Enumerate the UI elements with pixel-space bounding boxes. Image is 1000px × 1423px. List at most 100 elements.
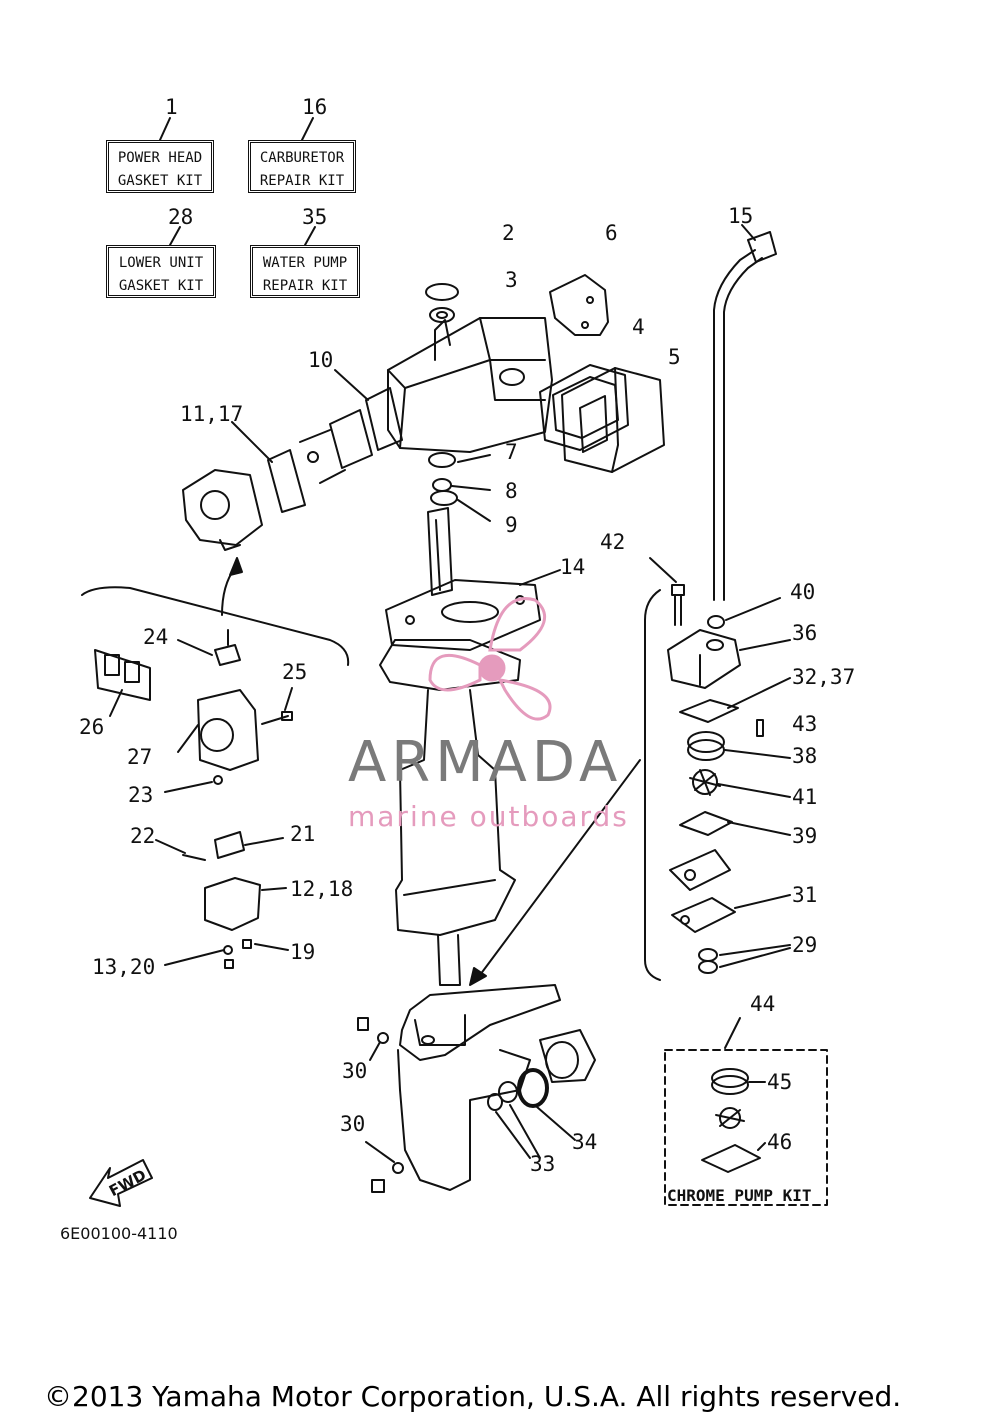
carburetor [182, 469, 263, 551]
pin-43 [756, 719, 764, 737]
seal-9 [430, 490, 458, 506]
gasket-31 [671, 897, 736, 933]
oil-seal-7 [428, 452, 456, 468]
leader-16 [301, 117, 314, 141]
callout-10: 10 [308, 348, 334, 372]
kit-line: CARBURETOR [259, 150, 345, 166]
callout-40: 40 [790, 580, 816, 604]
callout-44: 44 [750, 992, 776, 1016]
callout-5: 5 [668, 345, 681, 369]
callout-31: 31 [792, 883, 818, 907]
callout-35: 35 [302, 205, 328, 229]
section-bracket [81, 586, 350, 666]
kit-line: REPAIR KIT [259, 173, 345, 189]
intake-parts [299, 409, 373, 484]
callout-32-37: 32,37 [792, 665, 856, 689]
callout-30-lower: 30 [340, 1112, 366, 1136]
o-ring-2 [425, 283, 459, 301]
callout-3: 3 [505, 268, 518, 292]
oil-seal-3 [429, 307, 455, 323]
impeller-chrome [715, 1107, 745, 1129]
kit-line: POWER HEAD [117, 150, 203, 166]
callout-38: 38 [792, 744, 818, 768]
watermark-subtitle: marine outboards [348, 800, 629, 833]
callout-28: 28 [168, 205, 194, 229]
cylinder-block [387, 317, 553, 453]
gasket-10 [365, 387, 403, 451]
callout-2: 2 [502, 221, 515, 245]
plate-39 [679, 811, 733, 836]
cover-5 [561, 367, 665, 473]
bearing-8 [432, 478, 452, 492]
callout-41: 41 [792, 785, 818, 809]
gasket-6 [549, 274, 609, 336]
callout-21: 21 [290, 822, 316, 846]
callout-26: 26 [79, 715, 105, 739]
plate-46 [701, 1144, 761, 1173]
seals-33 [487, 1081, 518, 1111]
bracket-line [644, 589, 661, 981]
carb-body [197, 689, 259, 771]
callout-14: 14 [560, 555, 586, 579]
leader-1 [159, 117, 171, 141]
water-tube [713, 231, 777, 601]
callout-23: 23 [128, 783, 154, 807]
kit-lower-unit-gasket: LOWER UNIT GASKET KIT [106, 245, 216, 298]
impeller-41 [689, 769, 721, 796]
kit-power-head-gasket: POWER HEAD GASKET KIT [106, 140, 214, 193]
bolt-42 [671, 584, 685, 626]
callout-24: 24 [143, 625, 169, 649]
pin-22 [182, 854, 206, 861]
parts-23 [164, 775, 223, 793]
gasket-32-37 [679, 699, 739, 723]
float-chamber [94, 649, 151, 701]
callout-42: 42 [600, 530, 626, 554]
kit-carburetor-repair: CARBURETOR REPAIR KIT [248, 140, 356, 193]
exhaust-guide [427, 507, 453, 596]
bowl-12-18 [204, 877, 261, 931]
cartridge [669, 849, 731, 891]
callout-1: 1 [165, 95, 178, 119]
callout-19: 19 [290, 940, 316, 964]
upper-casing [379, 639, 521, 986]
leader-28 [169, 226, 181, 246]
callout-11-17: 11,17 [180, 402, 244, 426]
armada-logo [428, 597, 552, 721]
kit-water-pump-repair: WATER PUMP REPAIR KIT [250, 245, 360, 298]
kit-line: GASKET KIT [117, 173, 203, 189]
watermark-title: ARMADA [348, 730, 623, 795]
pointer-arrow [479, 759, 641, 976]
kit-line: WATER PUMP [262, 255, 348, 271]
callout-6: 6 [605, 221, 618, 245]
callout-27: 27 [127, 745, 153, 769]
callout-15: 15 [728, 204, 754, 228]
callout-22: 22 [130, 824, 156, 848]
leader-11-17 [231, 421, 273, 463]
leader-10 [334, 369, 369, 401]
screws-19-13-20 [223, 939, 252, 969]
insert-45 [711, 1068, 749, 1095]
plugs-30 [357, 1017, 404, 1193]
callout-33: 33 [530, 1152, 556, 1176]
callout-43: 43 [792, 712, 818, 736]
callout-16: 16 [302, 95, 328, 119]
kit-line: REPAIR KIT [262, 278, 348, 294]
callout-4: 4 [632, 315, 645, 339]
callout-45: 45 [767, 1070, 793, 1094]
callout-30-upper: 30 [342, 1059, 368, 1083]
drawing-code: 6E00100-4110 [60, 1224, 178, 1243]
chrome-pump-kit-label: CHROME PUMP KIT [667, 1186, 812, 1205]
callout-8: 8 [505, 479, 518, 503]
callout-34: 34 [572, 1130, 598, 1154]
o-ring-34 [517, 1068, 549, 1108]
callout-29: 29 [792, 933, 818, 957]
hub-bearing [539, 1029, 596, 1083]
chrome-pump-kit-frame [664, 1049, 828, 1206]
seals-29 [698, 948, 718, 974]
kit-line: GASKET KIT [118, 278, 204, 294]
screw-25 [261, 711, 293, 725]
pump-housing-36 [667, 629, 741, 689]
callout-7: 7 [505, 440, 518, 464]
callout-46: 46 [767, 1130, 793, 1154]
gasket-11-17 [267, 449, 306, 513]
